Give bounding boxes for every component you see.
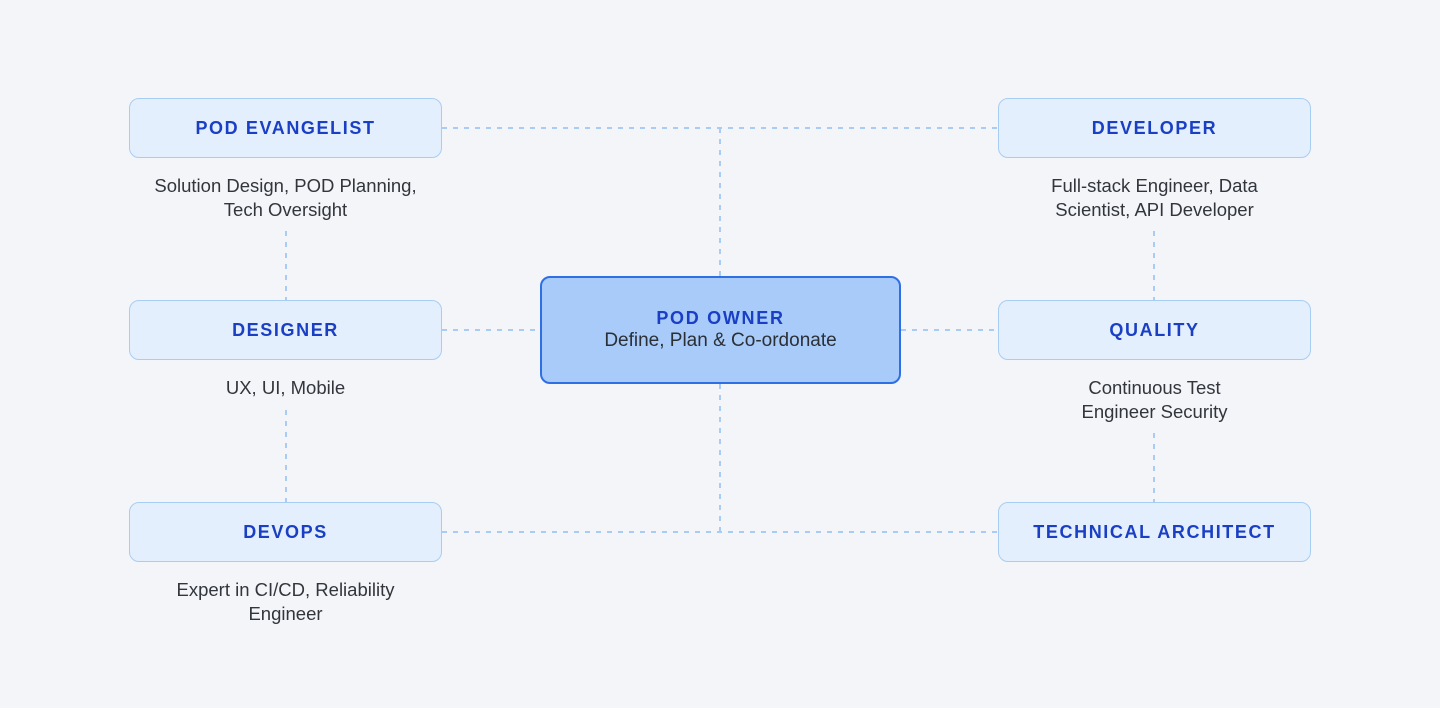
node-title-designer: DESIGNER — [232, 320, 339, 340]
node-box-developer[interactable]: DEVELOPER — [998, 98, 1311, 158]
node-title-developer: DEVELOPER — [1091, 118, 1218, 138]
node-box-designer[interactable]: DESIGNER — [129, 300, 442, 360]
node-caption-developer: Full-stack Engineer, Data Scientist, API… — [1051, 175, 1258, 220]
node-box-technical-architect[interactable]: TECHNICAL ARCHITECT — [998, 502, 1311, 562]
node-pod-owner[interactable]: POD OWNER Define, Plan & Co-ordonate — [540, 276, 901, 384]
node-subtitle-pod-owner: Define, Plan & Co-ordonate — [604, 329, 837, 351]
node-technical-architect[interactable]: TECHNICAL ARCHITECT — [998, 502, 1311, 578]
node-caption-quality: Continuous Test Engineer Security — [1081, 377, 1228, 422]
node-title-quality: QUALITY — [1109, 320, 1200, 340]
node-title-technical-architect: TECHNICAL ARCHITECT — [1033, 522, 1276, 542]
node-devops[interactable]: DEVOPS Expert in CI/CD, Reliability Engi… — [129, 502, 442, 626]
node-pod-evangelist[interactable]: POD EVANGELIST Solution Design, POD Plan… — [129, 98, 442, 222]
node-designer[interactable]: DESIGNER UX, UI, Mobile — [129, 300, 442, 400]
node-box-pod-owner[interactable]: POD OWNER Define, Plan & Co-ordonate — [540, 276, 901, 384]
node-caption-pod-evangelist: Solution Design, POD Planning, Tech Over… — [154, 175, 417, 220]
node-title-devops: DEVOPS — [243, 522, 328, 542]
node-box-pod-evangelist[interactable]: POD EVANGELIST — [129, 98, 442, 158]
node-caption-devops: Expert in CI/CD, Reliability Engineer — [176, 579, 395, 624]
node-title-pod-evangelist: POD EVANGELIST — [195, 118, 376, 138]
node-developer[interactable]: DEVELOPER Full-stack Engineer, Data Scie… — [998, 98, 1311, 222]
node-caption-designer: UX, UI, Mobile — [225, 377, 346, 398]
node-box-devops[interactable]: DEVOPS — [129, 502, 442, 562]
node-title-pod-owner: POD OWNER — [656, 307, 785, 328]
node-quality[interactable]: QUALITY Continuous Test Engineer Securit… — [998, 300, 1311, 424]
node-box-quality[interactable]: QUALITY — [998, 300, 1311, 360]
